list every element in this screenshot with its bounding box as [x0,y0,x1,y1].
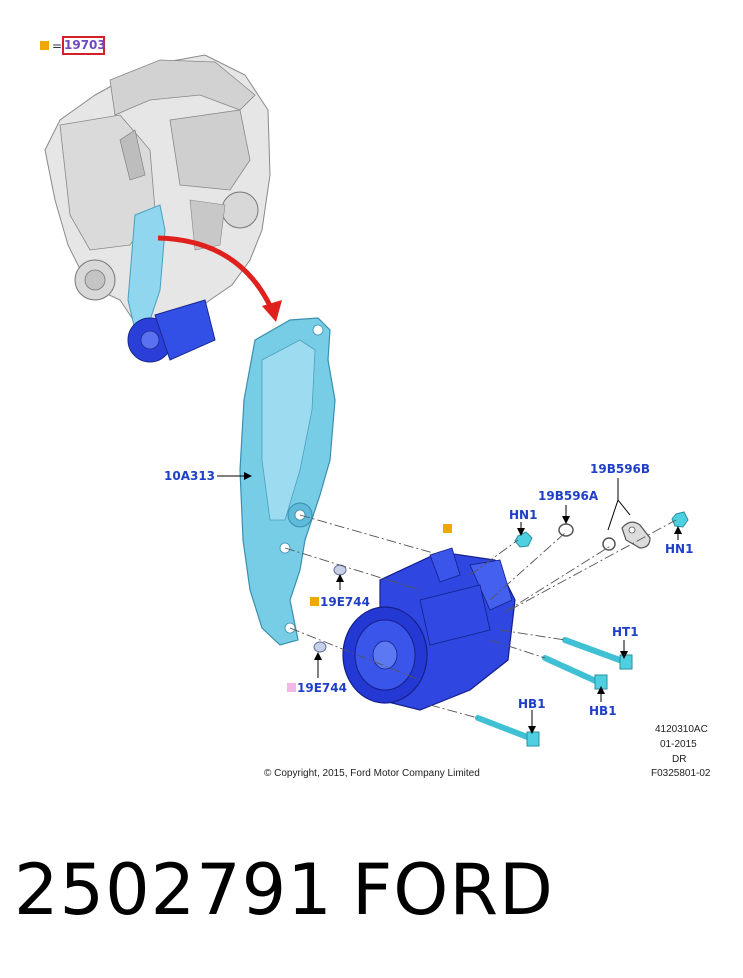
meta-dr: DR [672,754,687,765]
label-hose-b[interactable]: 19B596B [590,462,651,476]
label-stud-pink[interactable]: 19E744 [297,681,347,695]
brand-name: FORD [352,849,554,931]
engine-block [44,54,271,331]
part-number: 2502791 [14,849,333,931]
meta-code: 4120310AC [655,724,708,735]
label-stud-orange[interactable]: 19E744 [320,595,370,609]
marker-pink-stud [287,683,296,692]
callout-arrow-head [262,300,282,322]
legend-reference-link[interactable]: 19703 [62,36,106,55]
alignment-lines [284,514,677,719]
copyright-text: © Copyright, 2015, Ford Motor Company Li… [264,768,480,779]
callout-arrow [157,235,275,312]
marker-orange-compressor [443,524,452,533]
compressor-large [342,547,516,711]
marker-orange-stud [310,597,319,606]
bracket-small [127,204,166,331]
bracket-10A313 [239,317,336,646]
label-nut-left[interactable]: HN1 [509,508,538,522]
meta-date: 01-2015 [660,739,697,750]
label-hose-a[interactable]: 19B596A [538,489,599,503]
label-bolt-hb1-right[interactable]: HB1 [589,704,617,718]
label-bolt-ht1[interactable]: HT1 [612,625,639,639]
meta-figure-id: F0325801-02 [651,768,711,779]
label-bolt-hb1-lower[interactable]: HB1 [518,697,546,711]
leader-lines [217,472,682,734]
legend-orange-marker [40,41,49,50]
label-bracket[interactable]: 10A313 [164,469,216,483]
label-nut-right[interactable]: HN1 [665,542,694,556]
fittings [313,511,689,653]
legend-equals: = [52,39,63,53]
compressor-small [127,299,216,363]
